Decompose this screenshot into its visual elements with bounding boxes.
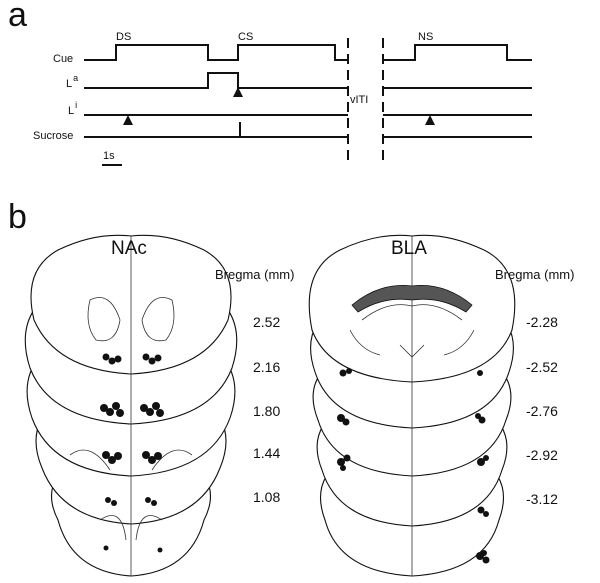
lever-active-trace	[84, 72, 532, 97]
bla-placement-dots	[337, 368, 490, 564]
panel-a-label: a	[8, 0, 27, 34]
event-label-ns: NS	[418, 31, 434, 43]
row-label-sucrose: Sucrose	[33, 130, 74, 142]
bla-bregma-value: -3.12	[526, 491, 558, 507]
inactive-press-marker	[123, 115, 133, 125]
nac-bregma-value: 2.16	[253, 359, 281, 375]
nac-bregma-header: Bregma (mm)	[215, 267, 295, 282]
nac-bregma-value: 1.08	[253, 489, 281, 505]
bla-sections	[308, 234, 516, 577]
nac-title: NAc	[111, 238, 147, 259]
bla-title: BLA	[391, 238, 427, 259]
nac-bregma-value: 1.44	[253, 445, 281, 461]
row-label-cue: Cue	[53, 53, 74, 65]
event-label-ds: DS	[116, 31, 132, 43]
iti-break	[347, 38, 384, 160]
lever-inactive-trace	[84, 114, 532, 125]
panel-b-label: b	[8, 198, 27, 236]
bla-bregma-header: Bregma (mm)	[495, 267, 575, 282]
bla-bregma-value: -2.76	[526, 403, 558, 419]
nac-placement-dots	[100, 353, 164, 553]
row-label-lever-inactive: Li	[68, 100, 78, 117]
nac-bregma-value: 2.52	[253, 314, 281, 330]
lever-press-marker	[233, 87, 243, 97]
cue-trace	[84, 44, 532, 61]
bla-bregma-value: -2.92	[526, 447, 558, 463]
bla-bregma-value: -2.52	[526, 359, 558, 375]
nac-sections	[24, 234, 238, 577]
sucrose-trace	[84, 122, 532, 138]
event-label-cs: CS	[238, 31, 254, 43]
row-label-lever-active: La	[66, 73, 79, 90]
iti-label: vITI	[350, 94, 369, 106]
inactive-press-marker	[425, 115, 435, 125]
scale-bar-label: 1s	[103, 150, 115, 162]
bla-bregma-value: -2.28	[526, 314, 558, 330]
nac-bregma-value: 1.80	[253, 403, 281, 419]
